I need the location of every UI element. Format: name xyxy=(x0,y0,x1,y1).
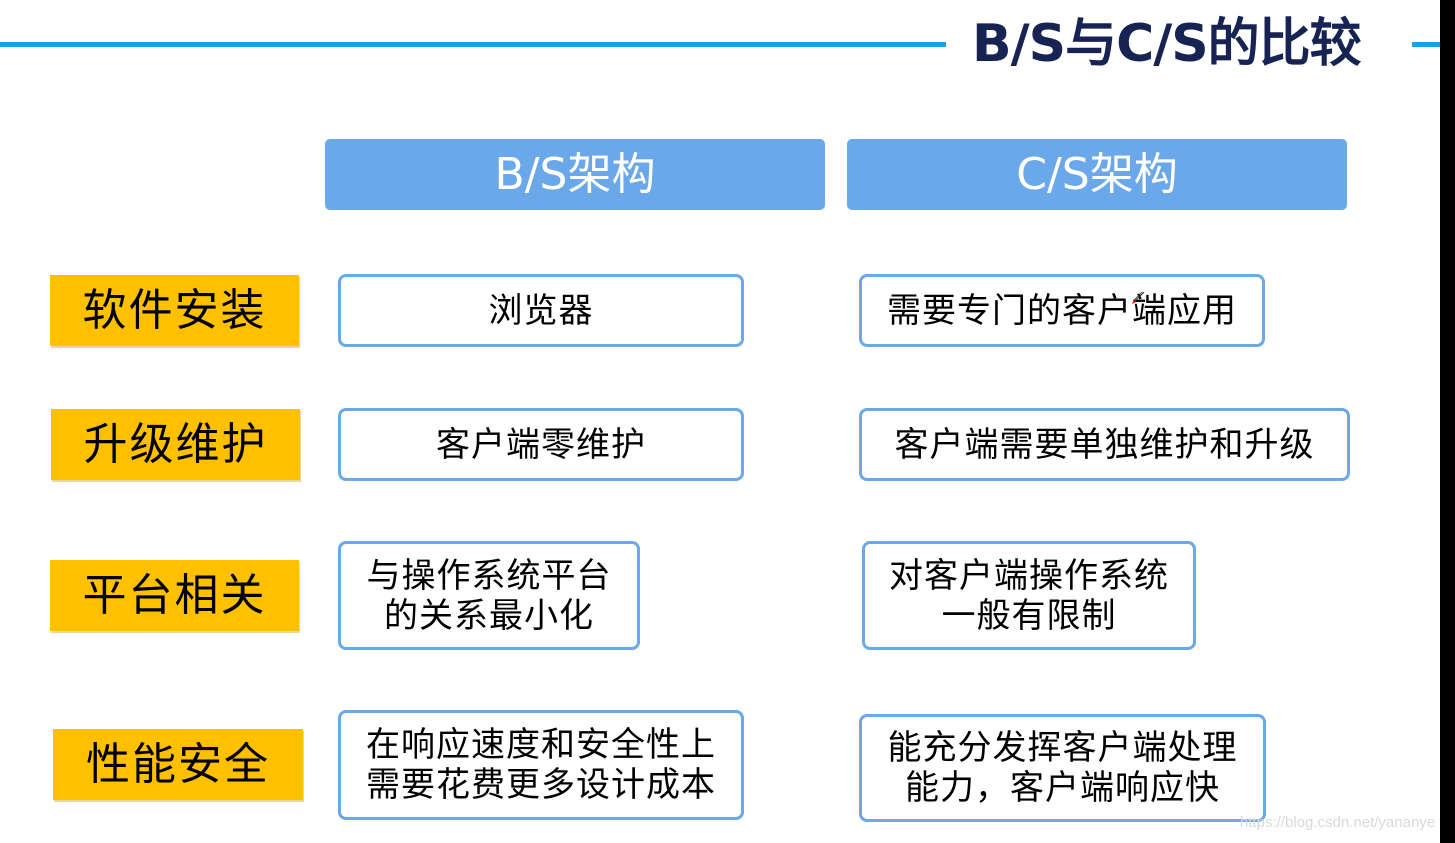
cell-cs-software-install: 需要专门的客户端应用 xyxy=(859,274,1265,347)
slide-title: B/S与C/S的比较 xyxy=(972,14,1362,74)
row-label-platform: 平台相关 xyxy=(50,560,299,631)
row-label-performance-security: 性能安全 xyxy=(53,729,303,800)
cell-bs-software-install: 浏览器 xyxy=(338,274,744,347)
cell-bs-platform: 与操作系统平台 的关系最小化 xyxy=(338,541,640,650)
watermark: https://blog.csdn.net/yananye xyxy=(1240,814,1436,831)
pen-cursor-icon xyxy=(1132,291,1145,304)
cell-cs-performance-security: 能充分发挥客户端处理 能力，客户端响应快 xyxy=(859,714,1266,822)
title-accent-line-right xyxy=(1412,42,1440,47)
cell-cs-upgrade-maintain: 客户端需要单独维护和升级 xyxy=(859,408,1350,481)
column-header-cs: C/S架构 xyxy=(847,139,1347,210)
cell-bs-performance-security: 在响应速度和安全性上 需要花费更多设计成本 xyxy=(338,710,744,820)
column-header-bs: B/S架构 xyxy=(325,139,825,210)
cell-bs-upgrade-maintain: 客户端零维护 xyxy=(338,408,744,481)
right-edge-bar xyxy=(1440,0,1455,843)
title-accent-line-left xyxy=(0,42,946,47)
row-label-software-install: 软件安装 xyxy=(50,275,299,346)
cell-cs-platform: 对客户端操作系统 一般有限制 xyxy=(862,541,1196,650)
row-label-upgrade-maintain: 升级维护 xyxy=(51,409,300,480)
